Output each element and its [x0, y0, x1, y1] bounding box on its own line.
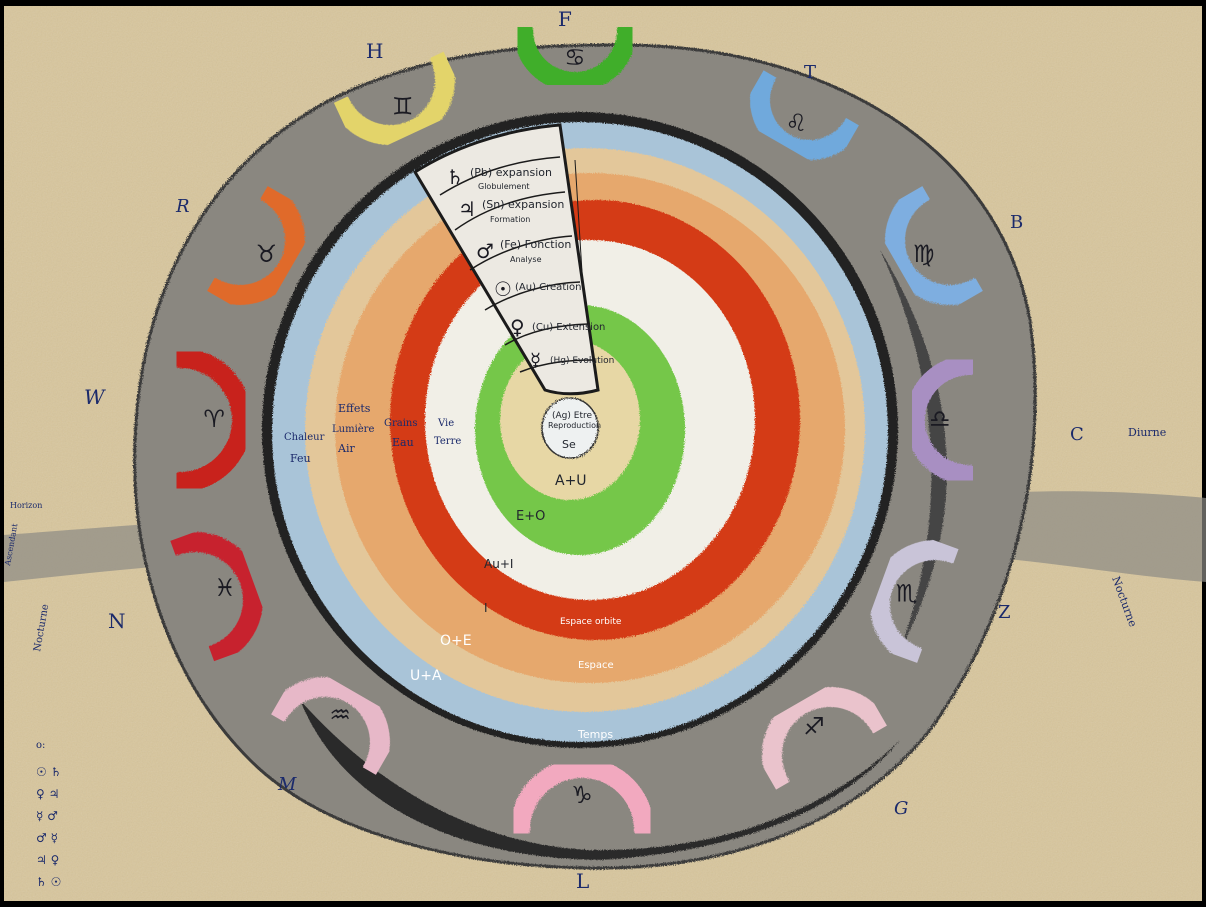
- wedge-sub-1: Globulement: [478, 182, 530, 191]
- letter-Z: Z: [998, 602, 1011, 623]
- wedge-row-4-text: (Au) Creation: [515, 282, 581, 293]
- element-4-bottom: Terre: [434, 436, 461, 447]
- wedge-row-3-text: (Fe) Fonction: [500, 238, 571, 251]
- label-au: A+U: [555, 473, 587, 489]
- legend-line-1: o:: [36, 740, 45, 751]
- label-espace: Espace: [578, 660, 614, 671]
- letter-F: F: [558, 7, 572, 31]
- center-mid: Reproduction: [548, 421, 601, 430]
- wedge-sub-3: Analyse: [510, 255, 542, 264]
- wedge-row-2-planet: ♃: [458, 197, 476, 221]
- zodiac-symbol-leo: ♌: [785, 109, 807, 137]
- zodiac-symbol-capricorn: ♑: [571, 781, 593, 809]
- legend-line-4: ☿ ♂: [36, 809, 58, 823]
- label-eo: E+O: [516, 509, 545, 524]
- label-oe: O+E: [440, 633, 472, 649]
- element-3-top: Grains: [384, 418, 418, 429]
- elements-header: Effets: [338, 402, 371, 415]
- wedge-row-3-planet: ♂: [476, 239, 494, 263]
- label-aui: Au+I: [484, 557, 513, 571]
- zodiac-symbol-libra: ♎: [929, 405, 951, 433]
- letter-N: N: [108, 609, 126, 633]
- zodiac-symbol-virgo: ♍: [913, 240, 935, 268]
- zodiac-symbol-taurus: ♉: [255, 240, 277, 268]
- zodiac-symbol-sagittarius: ♐: [803, 712, 825, 740]
- letter-C: C: [1070, 424, 1084, 445]
- label-ua: U+A: [410, 668, 442, 684]
- zodiac-symbol-pisces: ♓: [214, 574, 236, 602]
- wedge-row-1-planet: ♄: [446, 165, 464, 189]
- element-3-bottom: Eau: [392, 436, 414, 449]
- wedge-row-4-planet: ☉: [494, 277, 512, 301]
- label-espace-orbite: Espace orbite: [560, 617, 622, 627]
- legend-line-7: ♄ ☉: [36, 875, 61, 889]
- wedge-sub-2: Formation: [490, 215, 530, 224]
- word-diurne: Diurne: [1128, 426, 1166, 439]
- letter-B: B: [1010, 212, 1023, 233]
- wedge-row-5-planet: ♀: [510, 315, 525, 339]
- letter-W: W: [84, 385, 106, 409]
- letter-R: R: [175, 196, 190, 217]
- wedge-row-1-text: (Pb) expansion: [470, 166, 552, 179]
- center-top: (Ag) Etre: [552, 411, 592, 421]
- letter-M: M: [277, 774, 297, 795]
- legend-line-3: ♀ ♃: [36, 787, 59, 801]
- zodiac-symbol-gemini: ♊: [392, 92, 414, 120]
- zodiac-symbol-scorpio: ♏: [896, 580, 918, 608]
- legend-line-5: ♂ ☿: [36, 831, 58, 845]
- element-2-top: Lumière: [332, 424, 374, 435]
- label-i: I: [484, 601, 488, 615]
- label-temps: Temps: [577, 728, 613, 741]
- word-horizon-left: Horizon: [10, 501, 42, 510]
- wedge-row-6-text: (Hg) Evolution: [550, 356, 614, 366]
- center-bottom: Se: [562, 438, 576, 451]
- letter-T: T: [804, 62, 816, 83]
- element-4-top: Vie: [437, 418, 454, 429]
- zodiac-symbol-cancer: ♋: [564, 44, 586, 72]
- letter-L: L: [576, 869, 589, 893]
- wedge-row-2-text: (Sn) expansion: [482, 198, 564, 211]
- zodiac-symbol-aries: ♈: [203, 405, 225, 433]
- letter-G: G: [894, 798, 908, 819]
- element-1-top: Chaleur: [284, 432, 325, 443]
- wedge-row-6-planet: ☿: [530, 350, 541, 371]
- wedge-row-5-text: (Cu) Extension: [532, 322, 605, 333]
- letter-H: H: [366, 39, 383, 63]
- zodiac-symbol-aquarius: ♒: [329, 701, 351, 729]
- element-1-bottom: Feu: [290, 452, 311, 465]
- legend-line-6: ♃ ♀: [36, 853, 59, 867]
- element-2-bottom: Air: [337, 442, 355, 455]
- legend-line-2: ☉ ♄: [36, 765, 61, 779]
